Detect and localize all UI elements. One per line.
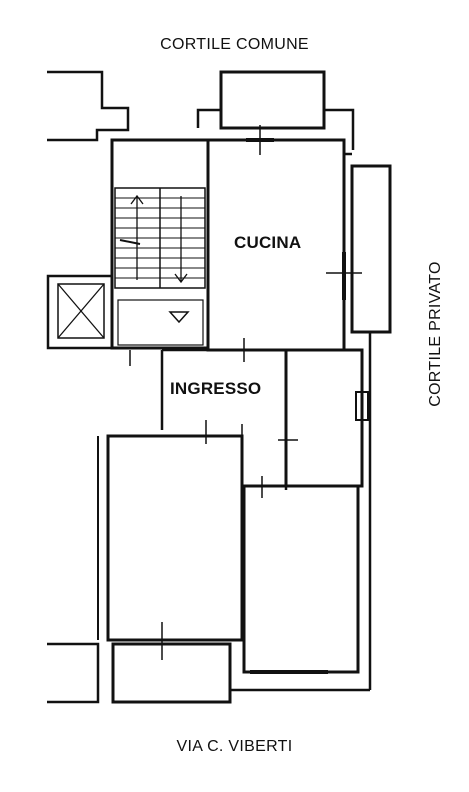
neighbor-building-top-left (47, 70, 130, 142)
bedroom-right-walls (242, 476, 360, 674)
street-label: VIA C. VIBERTI (176, 738, 293, 755)
balcony-top (196, 70, 355, 130)
entrance-label: INGRESSO (170, 379, 262, 398)
bedroom-left-walls (97, 424, 244, 660)
balcony-right (342, 152, 392, 334)
bathroom-walls (278, 348, 369, 488)
staircase (110, 138, 210, 350)
balcony-bottom (111, 642, 370, 704)
private-courtyard-label: CORTILE PRIVATO (427, 261, 444, 407)
neighbor-building-bottom-left (47, 642, 100, 704)
outer-wall-right (351, 128, 372, 690)
entrance-walls (129, 338, 288, 490)
top-courtyard-label: CORTILE COMUNE (160, 36, 309, 53)
kitchen-label: CUCINA (234, 233, 302, 252)
lift-shaft (46, 274, 114, 350)
